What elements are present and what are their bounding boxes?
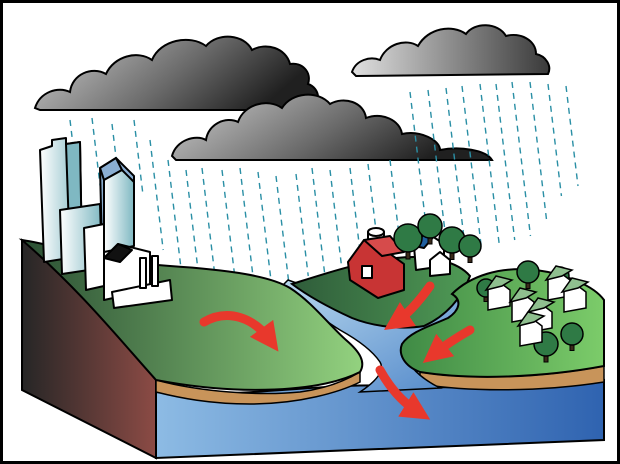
rain-streak <box>134 120 143 196</box>
rain-streak <box>202 168 216 282</box>
rain-streak <box>312 168 326 284</box>
office-tower-right <box>100 158 134 252</box>
rain-streak <box>446 88 464 240</box>
rain-streak <box>186 170 198 270</box>
rain-streak <box>150 140 163 250</box>
rain-streak <box>566 86 578 186</box>
rain-streak <box>480 84 499 246</box>
rain-streak <box>462 86 481 248</box>
rain-streak <box>530 82 547 220</box>
rain-streak <box>512 82 530 236</box>
rain-streak <box>276 176 289 286</box>
rain-streak <box>258 172 272 286</box>
tree <box>459 235 481 263</box>
rain-streak <box>240 168 254 286</box>
cloud-left <box>35 37 318 110</box>
rain-streak <box>296 174 308 276</box>
rain-streak <box>548 84 561 196</box>
rain-streak <box>168 160 182 280</box>
rain-streak <box>496 84 515 240</box>
cloud-right <box>352 25 549 76</box>
